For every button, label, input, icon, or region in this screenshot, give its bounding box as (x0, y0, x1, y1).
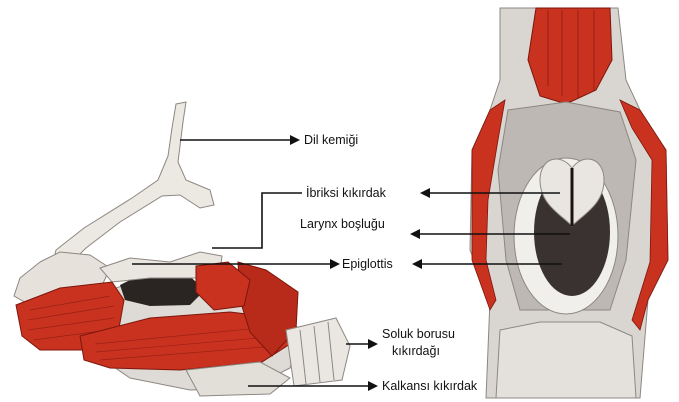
label-trachea-cartilage-line1: Soluk borusu (382, 327, 455, 341)
lateral-larynx-illustration (14, 102, 350, 396)
label-larynx-cavity: Larynx boşluğu (300, 217, 385, 231)
label-epiglottis: Epiglottis (342, 257, 393, 271)
cricoid-lamina (496, 322, 636, 398)
label-hyoid-bone: Dil kemiği (304, 133, 358, 147)
hyoid-bone (52, 102, 214, 268)
label-trachea-cartilage-line2: kıkırdağı (392, 344, 440, 358)
interior-larynx-illustration (470, 8, 668, 398)
tracheal-rings (286, 318, 350, 386)
label-arytenoid-cartilage: İbriksi kıkırdak (306, 186, 387, 200)
label-thyroid-cartilage: Kalkansı kıkırdak (382, 379, 478, 393)
